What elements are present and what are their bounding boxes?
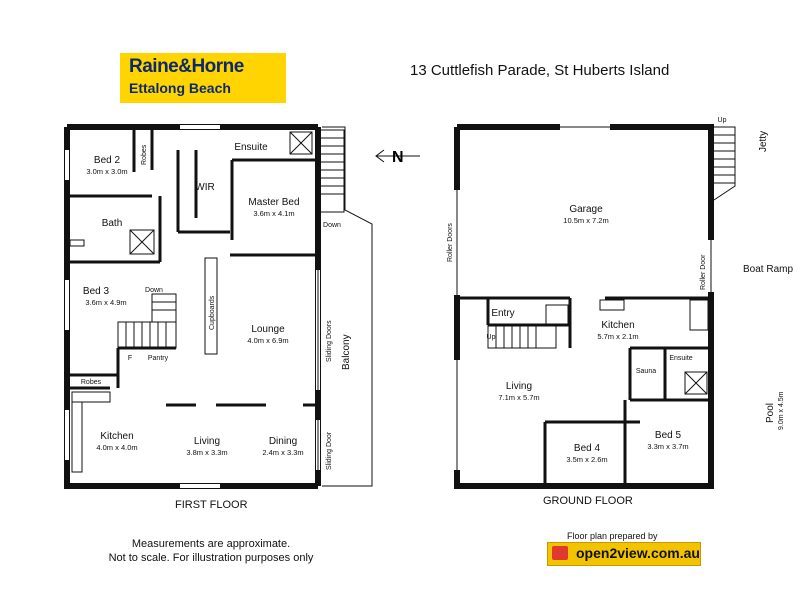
ground-floor-title: GROUND FLOOR <box>543 495 633 507</box>
ff-balcony-label: Balcony <box>341 334 352 370</box>
disclaimer-line-2: Not to scale. For illustration purposes … <box>108 552 314 564</box>
ff-robes-label: Robes <box>141 144 148 165</box>
ff-kitchen-label: Kitchen <box>100 431 133 442</box>
pool-label: Pool <box>765 403 776 423</box>
ff-living-size: 3.8m x 3.3m <box>186 448 227 457</box>
ff-pantry-label: Pantry <box>148 355 169 362</box>
ff-lounge-size: 4.0m x 6.9m <box>247 336 288 345</box>
ff-dining-label: Dining <box>269 436 297 447</box>
ff-bed3-label: Bed 3 <box>83 286 110 297</box>
ff-sliding-doors-label: Sliding Doors <box>326 320 333 362</box>
gf-roller-doors-label: Roller Doors <box>447 223 454 262</box>
north-arrow: N <box>375 149 420 166</box>
ff-master-bed-size: 3.6m x 4.1m <box>253 209 294 218</box>
gf-bed4-size: 3.5m x 2.6m <box>566 455 607 464</box>
gf-ensuite-label: Ensuite <box>669 355 692 362</box>
ff-robes2-label: Robes <box>81 379 102 386</box>
ff-sliding-door-label: Sliding Door <box>326 431 333 470</box>
gf-sauna-label: Sauna <box>636 368 656 375</box>
ff-f-label: F <box>128 355 132 362</box>
gf-living-size: 7.1m x 5.7m <box>498 393 539 402</box>
gf-bed5-label: Bed 5 <box>655 430 682 441</box>
stairs-down-first <box>117 293 177 349</box>
ff-wir-label: WIR <box>195 182 214 193</box>
gf-garage-size: 10.5m x 7.2m <box>563 216 608 225</box>
first-floor-title: FIRST FLOOR <box>175 499 248 511</box>
stairs-top-ground <box>713 126 736 201</box>
open2view-logo: open2view.com.au <box>547 542 701 566</box>
ff-bath-label: Bath <box>102 218 123 229</box>
raine-horne-logo: Raine&Horne Ettalong Beach <box>120 53 286 103</box>
gf-entry-label: Entry <box>491 308 514 319</box>
gf-up-top-label: Up <box>718 117 727 124</box>
ff-kitchen-size: 4.0m x 4.0m <box>96 443 137 452</box>
gf-bed5-size: 3.3m x 3.7m <box>647 442 688 451</box>
disclaimer: Measurements are approximate. Not to sca… <box>96 537 326 565</box>
gf-roller-door-label: Roller Door <box>700 254 707 290</box>
ff-ensuite-label: Ensuite <box>234 142 268 153</box>
first-floor-plan: Bed 2 3.0m x 3.0m Robes Ensuite WIR Mast… <box>64 124 373 489</box>
property-address: 13 Cuttlefish Parade, St Huberts Island <box>410 62 670 79</box>
gf-kitchen-label: Kitchen <box>601 320 634 331</box>
jetty-label: Jetty <box>758 131 769 152</box>
gf-bed4-label: Bed 4 <box>574 443 601 454</box>
ff-bed2-label: Bed 2 <box>94 155 121 166</box>
ff-lounge-label: Lounge <box>251 324 285 335</box>
open2view-icon <box>552 546 568 560</box>
ff-bed3-size: 3.6m x 4.9m <box>85 298 126 307</box>
brand-office: Ettalong Beach <box>129 80 231 96</box>
gf-kitchen-size: 5.7m x 2.1m <box>597 332 638 341</box>
gf-living-label: Living <box>506 381 532 392</box>
ff-master-bed-label: Master Bed <box>248 197 299 208</box>
gf-up-label: Up <box>487 334 496 341</box>
boat-ramp-label: Boat Ramp <box>743 264 793 275</box>
ground-floor-plan: Roller Doors Garage 10.5m x 7.2m Roller … <box>447 117 736 489</box>
disclaimer-line-1: Measurements are approximate. <box>131 538 291 550</box>
gf-garage-label: Garage <box>569 204 603 215</box>
ff-cupboards-label: Cupboards <box>209 295 216 330</box>
pool-size-label: 9.0m x 4.5m <box>778 391 785 430</box>
ff-down2-label: Down <box>323 222 341 229</box>
provider-name: open2view.com.au <box>576 545 700 561</box>
brand-name: Raine&Horne <box>129 56 244 77</box>
ff-living-label: Living <box>194 436 220 447</box>
ff-dining-size: 2.4m x 3.3m <box>262 448 303 457</box>
north-label: N <box>392 149 404 166</box>
prepared-by-text: Floor plan prepared by <box>567 531 658 541</box>
ff-down-label: Down <box>145 287 163 294</box>
stairs-top-first <box>319 129 345 213</box>
ff-bed2-size: 3.0m x 3.0m <box>86 167 127 176</box>
